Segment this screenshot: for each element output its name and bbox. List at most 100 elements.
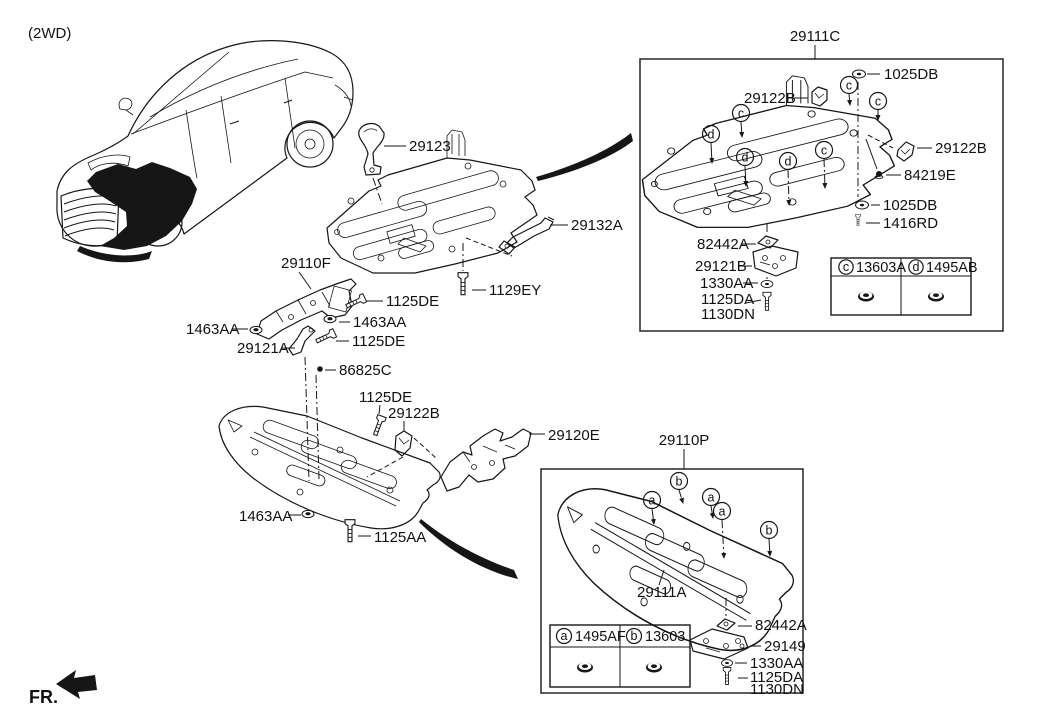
- callout-b-2: b: [759, 520, 779, 540]
- label-1125AA: 1125AA: [374, 529, 426, 546]
- bolt-1125DA-box2: [722, 667, 732, 685]
- label-29120E: 29120E: [548, 427, 600, 444]
- part-82442A-box1-shape: [757, 235, 779, 249]
- legend-nut-b-icon: [646, 662, 662, 673]
- legend-key-c: c: [843, 260, 849, 274]
- svg-text:b: b: [676, 475, 683, 489]
- svg-text:c: c: [821, 144, 827, 158]
- grille: [60, 187, 120, 247]
- nut-1463AA-right: [323, 314, 337, 324]
- nut-1463AA-bottom: [301, 509, 315, 519]
- part-29123-shape: [358, 122, 385, 176]
- callout-a-1: a: [642, 490, 662, 510]
- callout-b-1: b: [669, 471, 689, 491]
- part-29121B-shape: [752, 245, 799, 277]
- part-29121A-shape: [288, 325, 316, 356]
- part-29120E-shape: [440, 428, 532, 492]
- svg-text:d: d: [785, 155, 792, 169]
- label-29110P-title: 29110P: [659, 432, 710, 449]
- part-29132A-shape: [498, 216, 555, 255]
- side-mirror: [118, 97, 134, 116]
- label-1463AA-bottom: 1463AA: [239, 508, 292, 525]
- part-82442A-box2-shape: [716, 618, 736, 631]
- label-29123: 29123: [409, 138, 451, 155]
- callout-c-4: c: [814, 140, 834, 160]
- nut-1330AA-box1: [760, 279, 774, 289]
- label-82442A-box1: 82442A: [697, 236, 749, 253]
- svg-text:c: c: [738, 107, 744, 121]
- label-1130DN-box1: 1130DN: [701, 306, 755, 323]
- nut-1463AA-left: [249, 325, 263, 335]
- nut-84219E: [876, 171, 882, 177]
- part-29110F-shape: [256, 278, 357, 340]
- label-29122B-box1-right: 29122B: [935, 140, 987, 157]
- callout-d-2: d: [735, 147, 755, 167]
- label-1125DE-mid: 1125DE: [352, 333, 405, 350]
- svg-text:a: a: [708, 491, 715, 505]
- screw-86825C: [317, 366, 323, 372]
- underbody-highlight: [87, 162, 197, 250]
- front-direction-marker: FR.: [29, 670, 97, 707]
- callout-d-3: d: [778, 151, 798, 171]
- label-86825C: 86825C: [339, 362, 392, 379]
- svg-text:c: c: [846, 79, 852, 93]
- label-1463AA-left: 1463AA: [186, 321, 239, 338]
- label-29111C-title: 29111C: [790, 28, 840, 45]
- callout-c-3: c: [731, 103, 751, 123]
- label-1330AA-box2: 1330AA: [750, 655, 803, 672]
- headlight: [87, 154, 131, 171]
- bolt-1125DE-lower: [370, 414, 387, 438]
- bolt-1125AA: [344, 519, 356, 543]
- part-29149-shape: [689, 628, 749, 660]
- legend-nut-d-icon: [928, 291, 944, 302]
- label-1416RD: 1416RD: [883, 215, 938, 232]
- rear-wheel: [286, 120, 334, 168]
- label-29121B: 29121B: [695, 258, 747, 275]
- speed-swoosh-bottom: [419, 519, 518, 579]
- label-1025DB-top: 1025DB: [884, 66, 938, 83]
- vehicle-illustration: (2WD): [28, 25, 354, 263]
- part-29122B-main-shape: [394, 430, 413, 457]
- bolt-1125DE-upper: [344, 293, 368, 311]
- bolt-1125DE-mid: [314, 328, 338, 346]
- legend-part-13603: 13603: [645, 629, 685, 645]
- svg-text:a: a: [649, 494, 656, 508]
- label-1129EY: 1129EY: [489, 282, 541, 299]
- bolt-1416RD: [855, 214, 861, 226]
- label-1130DN-box2: 1130DN: [750, 681, 804, 698]
- label-29121A: 29121A: [237, 340, 289, 357]
- label-1025DB-bottom: 1025DB: [883, 197, 937, 214]
- svg-text:a: a: [719, 505, 726, 519]
- label-29132A: 29132A: [571, 217, 623, 234]
- callout-c-2: c: [868, 91, 888, 111]
- legend-part-13603A: 13603A: [856, 260, 906, 276]
- subdiagram-29110P-frame: [540, 468, 804, 694]
- legend-nut-a-icon: [577, 662, 593, 673]
- label-29110F: 29110F: [281, 255, 331, 272]
- part-29122B-box1-right-shape: [896, 141, 915, 162]
- label-84219E: 84219E: [904, 167, 956, 184]
- label-29122B-main: 29122B: [388, 405, 440, 422]
- front-direction-arrow-icon: [56, 670, 97, 699]
- label-1330AA-box1: 1330AA: [700, 275, 753, 292]
- bolt-1125DA-box1: [762, 291, 772, 311]
- legend-key-a: a: [561, 629, 568, 643]
- svg-text:d: d: [708, 128, 715, 142]
- main-exploded-view: 29123 29132A 1129EY 29110F 1125DE: [186, 122, 633, 579]
- label-1125DE-upper: 1125DE: [386, 293, 439, 310]
- label-1125DA-box1: 1125DA: [701, 291, 754, 308]
- grommet-1025DB-top: [852, 69, 866, 79]
- nut-1330AA-box2: [721, 659, 733, 667]
- svg-text:c: c: [875, 95, 881, 109]
- part-29122B-box1-left-shape: [811, 86, 828, 107]
- label-1463AA-right: 1463AA: [353, 314, 406, 331]
- subdiagram-29110P: 29110P b a a a b 29111A 82442A: [540, 432, 807, 698]
- label-29111A: 29111A: [637, 584, 687, 601]
- legend-part-1495AF: 1495AF: [575, 629, 626, 645]
- legend-key-d: d: [913, 260, 920, 274]
- bolt-1129EY: [457, 272, 469, 296]
- svg-text:d: d: [742, 151, 749, 165]
- callout-d-1: d: [701, 124, 721, 144]
